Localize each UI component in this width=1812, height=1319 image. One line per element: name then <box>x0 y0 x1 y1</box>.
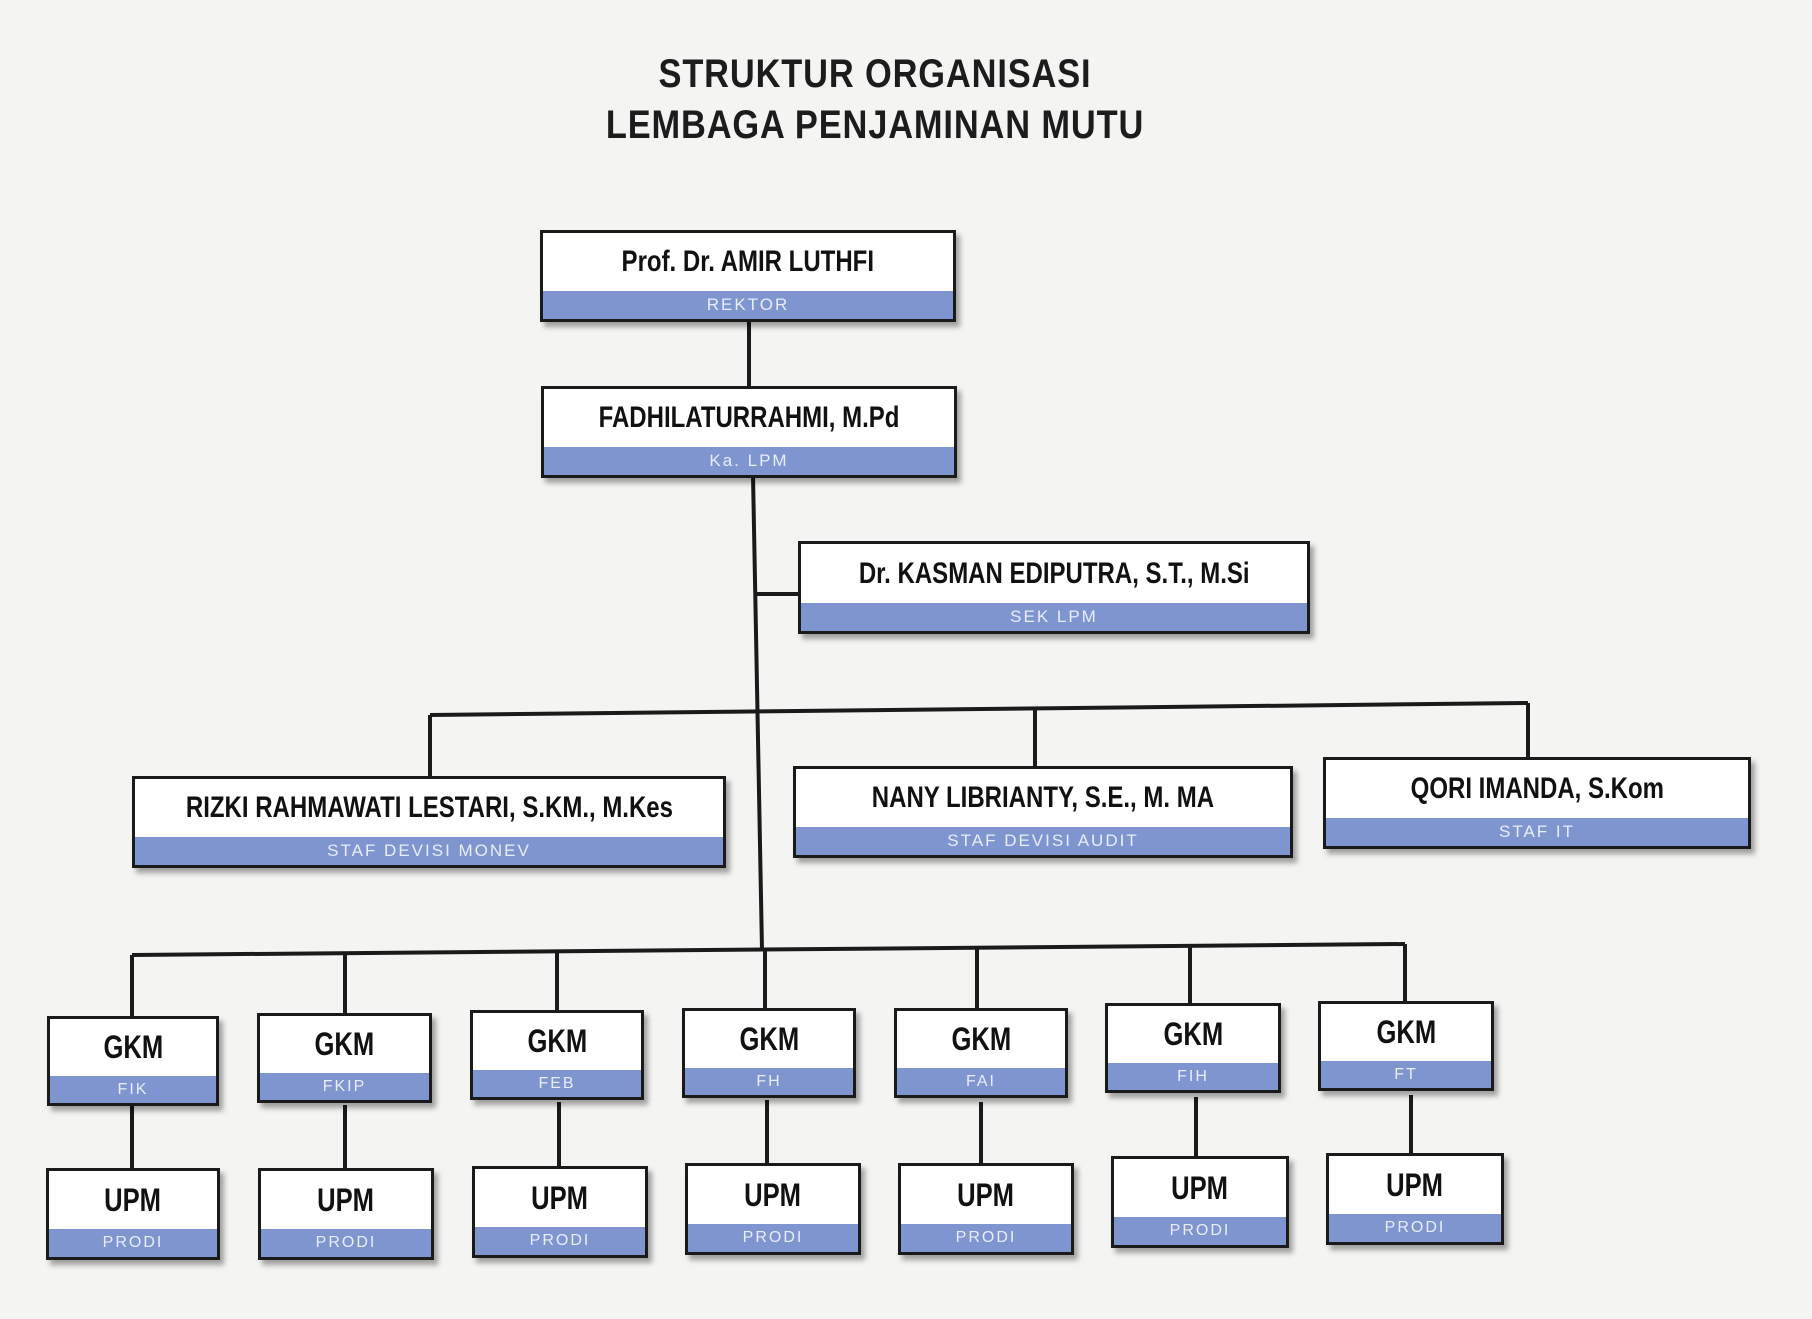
box-name: GKM <box>739 1021 799 1058</box>
chart-title-line2: LEMBAGA PENJAMINAN MUTU <box>605 103 1145 147</box>
box-upm: UPM PRODI <box>685 1163 861 1255</box>
box-role: FIK <box>50 1076 216 1103</box>
box-gkm: GKM FIK <box>47 1016 219 1106</box>
box-role: FEB <box>473 1070 641 1097</box>
box-role: SEK LPM <box>801 603 1307 631</box>
box-upm: UPM PRODI <box>46 1168 220 1260</box>
chart-title-line1: STRUKTUR ORGANISASI <box>658 52 1092 96</box>
box-name: UPM <box>957 1176 1015 1213</box>
box-role: PRODI <box>1329 1214 1501 1242</box>
box-name: UPM <box>531 1179 589 1216</box>
box-gkm: GKM FH <box>682 1008 856 1098</box>
box-gkm: GKM FKIP <box>257 1013 432 1103</box>
box-rektor: Prof. Dr. AMIR LUTHFI REKTOR <box>540 230 956 322</box>
box-role: PRODI <box>688 1224 858 1252</box>
box-name: UPM <box>1386 1166 1444 1203</box>
box-role: FKIP <box>260 1073 429 1100</box>
box-name: FADHILATURRAHMI, M.Pd <box>598 401 900 435</box>
box-role: PRODI <box>49 1229 217 1257</box>
box-name: UPM <box>744 1176 802 1213</box>
box-role: FH <box>685 1068 853 1095</box>
box-upm: UPM PRODI <box>1111 1156 1289 1248</box>
box-role: PRODI <box>1114 1217 1286 1245</box>
box-name: RIZKI RAHMAWATI LESTARI, S.KM., M.Kes <box>185 791 673 825</box>
box-gkm: GKM FIH <box>1105 1003 1281 1093</box>
box-role: PRODI <box>901 1224 1071 1252</box>
box-role: Ka. LPM <box>544 447 954 475</box>
box-sek-lpm: Dr. KASMAN EDIPUTRA, S.T., M.Si SEK LPM <box>798 541 1310 634</box>
box-name: QORI IMANDA, S.Kom <box>1410 772 1664 806</box>
box-name: GKM <box>103 1029 163 1066</box>
box-name: UPM <box>317 1181 375 1218</box>
box-role: FT <box>1321 1061 1491 1088</box>
box-role: PRODI <box>475 1227 645 1255</box>
box-name: Prof. Dr. AMIR LUTHFI <box>621 245 875 279</box>
box-name: GKM <box>527 1023 587 1060</box>
box-staf-audit: NANY LIBRIANTY, S.E., M. MA STAF DEVISI … <box>793 766 1293 858</box>
box-gkm: GKM FEB <box>470 1010 644 1100</box>
box-gkm: GKM FAI <box>894 1008 1068 1098</box>
box-ka-lpm: FADHILATURRAHMI, M.Pd Ka. LPM <box>541 386 957 478</box>
box-upm: UPM PRODI <box>1326 1153 1504 1245</box>
box-name: GKM <box>1163 1016 1223 1053</box>
connector-unit-bar <box>131 942 1406 957</box>
box-role: STAF DEVISI AUDIT <box>796 827 1290 855</box>
box-upm: UPM PRODI <box>258 1168 434 1260</box>
box-name: Dr. KASMAN EDIPUTRA, S.T., M.Si <box>858 556 1250 590</box>
box-name: UPM <box>1171 1169 1229 1206</box>
box-name: GKM <box>314 1026 375 1063</box>
box-name: GKM <box>1376 1014 1436 1051</box>
box-role: STAF IT <box>1326 818 1748 846</box>
box-staf-monev: RIZKI RAHMAWATI LESTARI, S.KM., M.Kes ST… <box>132 776 726 868</box>
box-name: GKM <box>951 1021 1011 1058</box>
box-staf-it: QORI IMANDA, S.Kom STAF IT <box>1323 757 1751 849</box>
box-upm: UPM PRODI <box>472 1166 648 1258</box>
box-role: PRODI <box>261 1229 431 1257</box>
box-upm: UPM PRODI <box>898 1163 1074 1255</box>
box-gkm: GKM FT <box>1318 1001 1494 1091</box>
connector-staff-bar <box>429 701 1529 717</box>
box-role: FAI <box>897 1068 1065 1095</box>
box-name: NANY LIBRIANTY, S.E., M. MA <box>871 781 1215 815</box>
box-role: STAF DEVISI MONEV <box>135 837 723 865</box>
box-name: UPM <box>104 1181 162 1218</box>
box-role: REKTOR <box>543 291 953 319</box>
box-role: FIH <box>1108 1063 1278 1090</box>
